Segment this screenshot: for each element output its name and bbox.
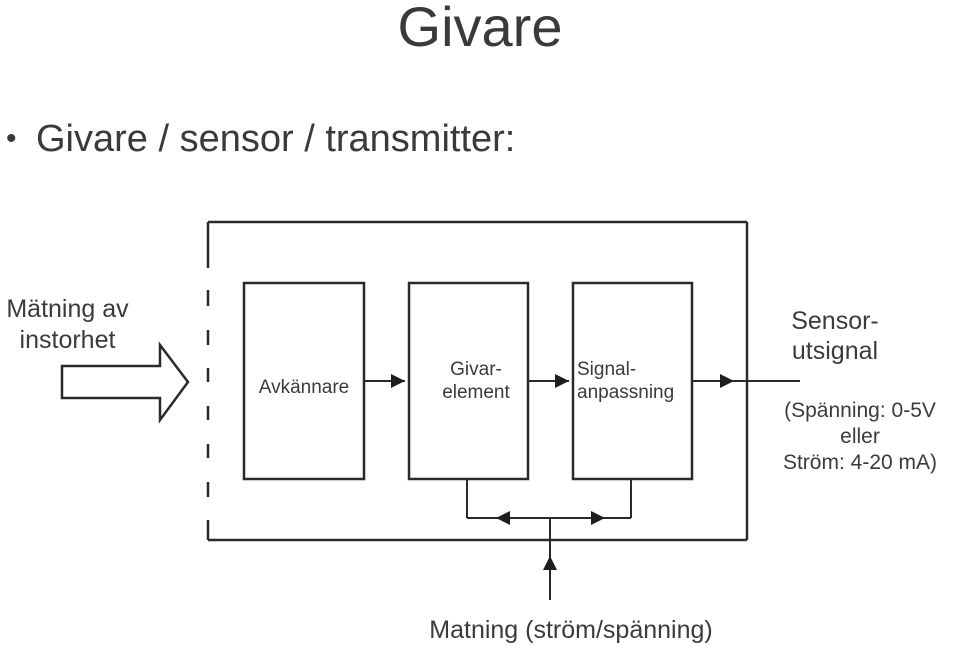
block-avkannare-label: Avkännare [258,377,350,398]
output-note-line2: eller [840,425,880,448]
block-givarelement-label: Givar- element [409,358,543,404]
transmitter-enclosure [206,220,749,542]
supply-label: Matning (ström/spänning) [429,616,713,644]
block-signalanpassning-line2: anpassning [577,382,675,403]
input-label-line1: Mätning av [6,295,129,323]
block-givarelement-line1: Givar- [450,359,502,380]
bullet-item: • Givare / sensor / transmitter: [6,116,515,162]
output-line2: utsignal [791,337,879,365]
block-givarelement-line2: element [442,382,510,403]
output-note-line3: Ström: 4-20 mA) [782,451,938,474]
bullet-dot-icon: • [6,122,17,155]
block-signalanpassning-line1: Signal- [577,359,637,380]
output-signal-note: (Spänning: 0-5V eller Ström: 4-20 mA) [762,398,958,476]
bullet-text: Givare / sensor / transmitter: [36,118,516,160]
output-note-line1: (Spänning: 0-5V [784,399,936,422]
slide-title: Givare [397,0,563,58]
input-label: Mätning av instorhet [0,294,135,356]
output-signal-label: Sensor- utsignal [770,306,900,366]
input-label-line2: instorhet [19,326,116,354]
output-line1: Sensor- [791,307,879,335]
block-signalanpassning-label: Signal- anpassning [577,358,707,404]
measurement-input-arrow-icon [60,341,190,424]
